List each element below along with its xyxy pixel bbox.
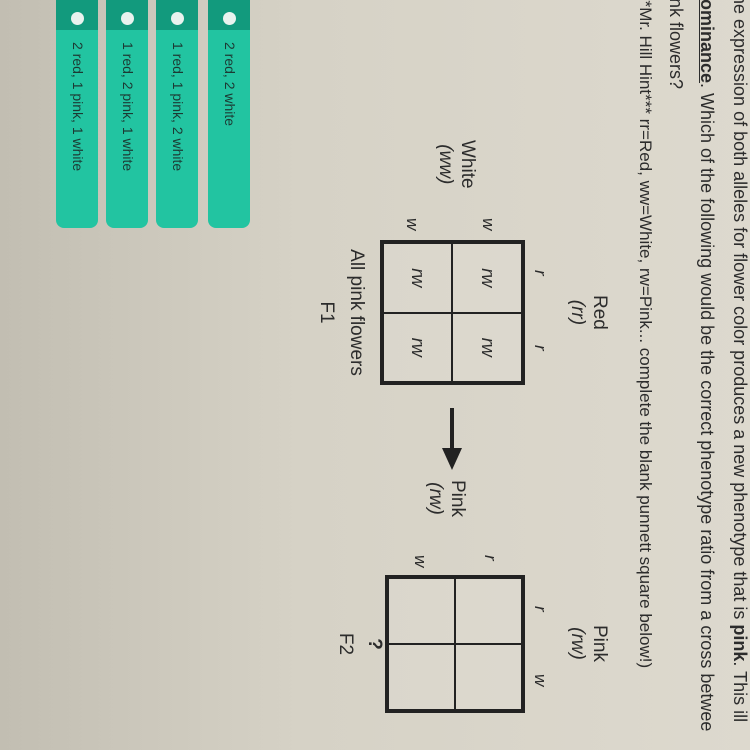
arrow-right-icon <box>442 408 462 470</box>
sq2-generation: F2 <box>335 632 356 656</box>
sq1-row-allele: w <box>479 218 498 231</box>
option-label: 2 red, 1 pink, 1 white <box>70 42 86 172</box>
punnett-square-f1: rw rw rw rw <box>380 240 525 385</box>
sq1-col-allele: r <box>531 270 550 276</box>
question-line-3: ink flowers? <box>666 0 686 90</box>
option-label: 2 red, 2 white <box>222 42 238 127</box>
radio-dot-icon <box>121 12 134 25</box>
punnett-square-f2-blank[interactable] <box>385 575 525 713</box>
sq2-result: ? <box>364 638 385 650</box>
sq1-cell: rw <box>452 312 522 382</box>
answer-option[interactable]: 2 red, 1 pink, 1 white <box>56 0 98 228</box>
sq2-cell[interactable] <box>455 578 522 644</box>
sq1-row-allele: w <box>403 218 422 231</box>
sq1-generation: F1 <box>316 301 337 324</box>
answer-option[interactable]: 2 red, 2 white <box>208 0 250 228</box>
sq1-left-parent: White(ww) <box>435 140 478 189</box>
question-text: he expression of both alleles for flower… <box>730 0 750 625</box>
sq1-top-parent: Red(rr) <box>567 295 610 330</box>
sq2-col-allele: w <box>531 674 550 687</box>
sq1-result: All pink flowers <box>346 249 367 376</box>
sq2-row-allele: r <box>481 555 500 561</box>
radio-dot-icon <box>171 12 184 25</box>
sq2-row-allele: w <box>411 555 430 568</box>
answer-option[interactable]: 1 red, 2 pink, 1 white <box>106 0 148 228</box>
sq2-cell[interactable] <box>388 578 455 644</box>
sq2-col-allele: r <box>531 606 550 612</box>
sq1-col-allele: r <box>531 345 550 351</box>
sq2-cell[interactable] <box>388 644 455 710</box>
sq1-cell: rw <box>383 312 453 382</box>
option-label: 1 red, 1 pink, 2 white <box>170 42 186 172</box>
question-text: . This ill <box>730 661 750 723</box>
radio-dot-icon <box>71 12 84 25</box>
question-line-2: lominance. Which of the following would … <box>696 0 717 731</box>
hint-line: **Mr. Hill Hint*** rr=Red, ww=White, rw=… <box>636 0 655 669</box>
option-label: 1 red, 2 pink, 1 white <box>120 42 136 172</box>
sq1-cell: rw <box>452 243 522 313</box>
sq2-cell[interactable] <box>455 644 522 710</box>
question-line-1: he expression of both alleles for flower… <box>729 0 750 722</box>
pink-bold: pink <box>730 624 750 662</box>
sq2-top-parent: Pink(rw) <box>567 625 610 662</box>
question-text: . Which of the following would be the co… <box>697 83 717 732</box>
sq2-left-parent: Pink(rw) <box>425 480 468 517</box>
radio-dot-icon <box>223 12 236 25</box>
dominance-term: lominance <box>697 0 717 84</box>
answer-option[interactable]: 1 red, 1 pink, 2 white <box>156 0 198 228</box>
sq1-cell: rw <box>383 243 453 313</box>
